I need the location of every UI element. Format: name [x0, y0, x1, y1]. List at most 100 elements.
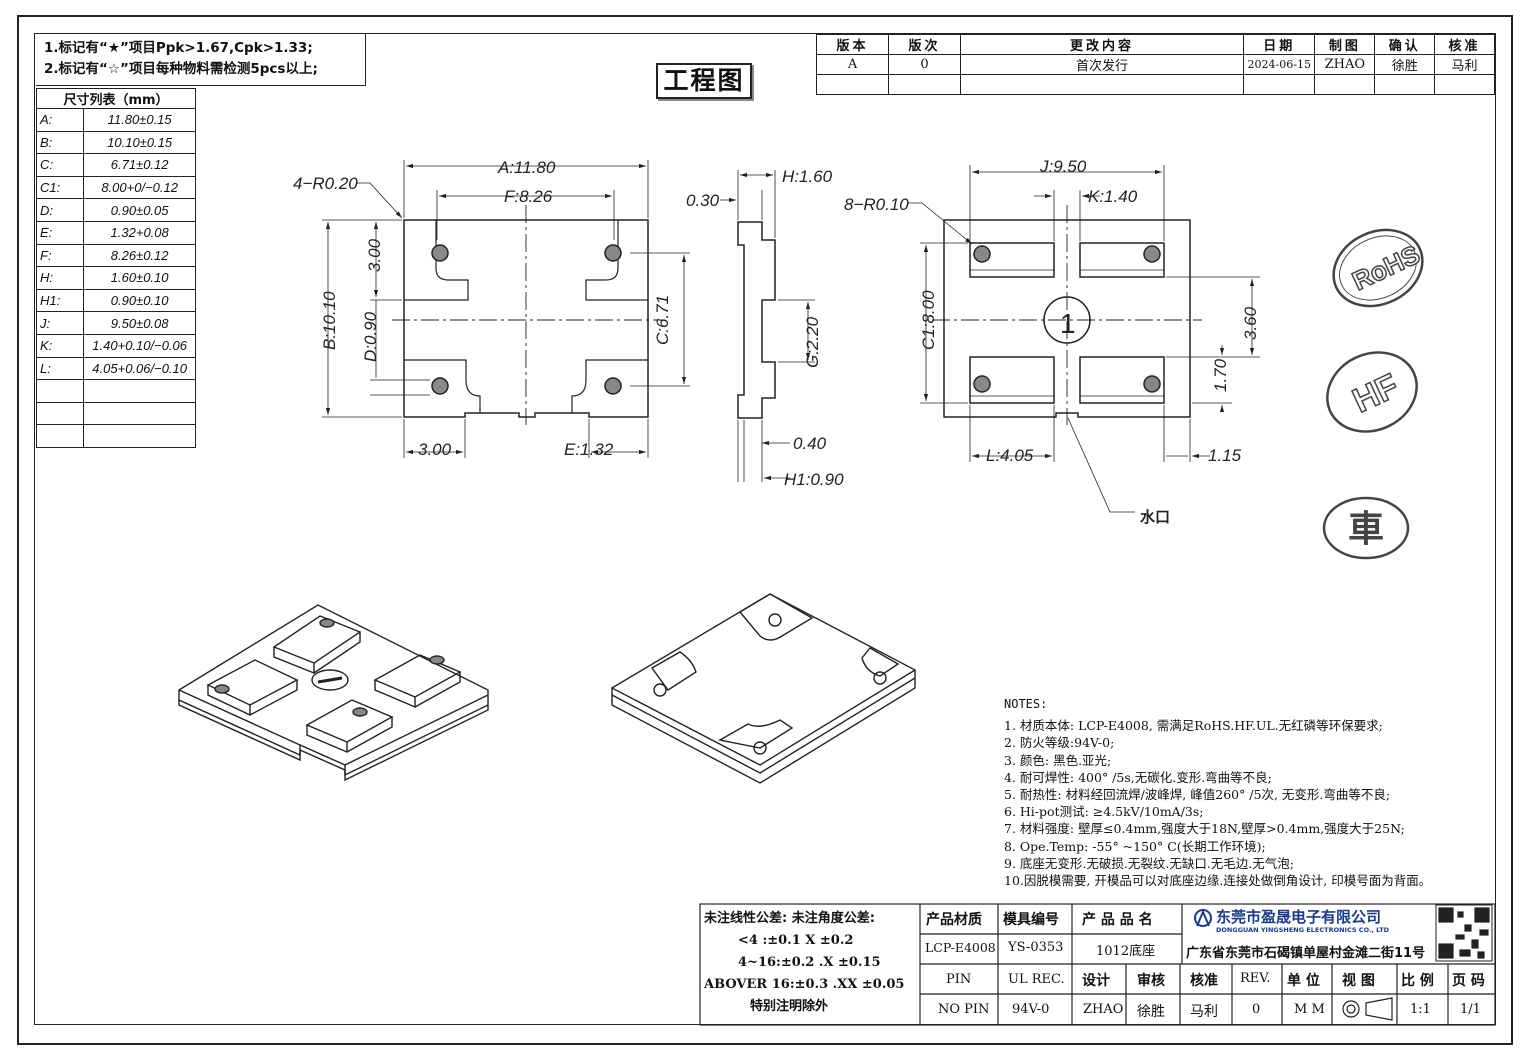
note-item: 2. 防火等级:94V-0; [1004, 735, 1115, 751]
tb-ul-header: UL REC. [1008, 972, 1065, 987]
rev-cell-date: 2024-06-15 [1243, 54, 1316, 75]
tb-rev-header: REV. [1240, 971, 1271, 986]
dimension-row: L:4.05+0.06/−0.10 [35, 356, 196, 381]
dimension-row: H1:0.90±0.10 [35, 288, 196, 313]
outer-border [17, 15, 1513, 1045]
dim-c-label: C:6.71 [653, 295, 672, 345]
tolerance-block: 未注线性公差: 未注角度公差: <4 :±0.1 X ±0.2 4~16:±0.… [704, 908, 918, 1018]
rev-cell-approve: 马利 [1434, 54, 1495, 75]
company-name-en: DONGGUAN YINGSHENG ELECTRONICS CO., LTD [1216, 926, 1390, 934]
dim-115-label: 1.15 [1208, 446, 1242, 465]
dim-r8-label: 8−R0.10 [844, 195, 909, 214]
revision-table: 版本 版次 更改内容 日期 制图 确认 核准 A 0 首次发行 2024-06-… [815, 34, 1495, 95]
note-item: 5. 耐热性: 材料经回流焊/波峰焊, 峰值260° /5次, 无变形.弯曲等不… [1004, 787, 1391, 803]
dimension-row: F:8.26±0.12 [35, 243, 196, 268]
dimension-value: 10.10±0.15 [83, 130, 196, 155]
dimension-key: H1: [35, 288, 85, 313]
tb-rev-value: 0 [1252, 1002, 1261, 1017]
note-item: 4. 耐可焊性: 400° /5s,无碳化.变形.弯曲等不良; [1004, 769, 1272, 785]
side-view [720, 170, 815, 482]
tb-unit-value: M M [1294, 1002, 1325, 1017]
note-item: 1. 材质本体: LCP-E4008, 需满足RoHS.HF.UL.无红磷等环保… [1004, 718, 1383, 734]
dimension-row [35, 424, 196, 448]
tb-design-header: 设计 [1082, 973, 1110, 989]
dim-d-label: D:0.90 [361, 311, 380, 362]
dim-t1-label: 0.30 [686, 191, 720, 210]
tb-mold-value: YS-0353 [1008, 940, 1064, 955]
tb-design-value: ZHAO [1083, 1002, 1124, 1017]
dim-a-label: A:11.80 [497, 158, 556, 177]
dim-r-label: 4−R0.20 [293, 174, 358, 193]
dimension-row: J:9.50±0.08 [35, 311, 196, 335]
requirements-box: 1.标记有“★”项目Ppk>1.67,Cpk>1.33; 2.标记有“☆”项目每… [36, 34, 366, 86]
tb-approve-header: 核准 [1190, 973, 1218, 989]
tb-approve-value: 马利 [1190, 1004, 1218, 1020]
dimension-row: K:1.40+0.10/−0.06 [35, 333, 196, 358]
dim-360-label: 3.60 [1241, 306, 1260, 340]
requirement-1: 1.标记有“★”项目Ppk>1.67,Cpk>1.33; [44, 40, 313, 56]
tb-unit-header: 单 位 [1287, 973, 1320, 989]
dimension-row: H:1.60±0.10 [35, 266, 196, 290]
tb-page-value: 1/1 [1460, 1002, 1481, 1017]
note-item: 10.因脱模需要, 开模品可以对底座边缘.连接处做倒角设计, 印模号面为背面。 [1004, 873, 1432, 889]
dim-f-label: F:8.26 [504, 187, 553, 206]
dimension-key: C1: [35, 175, 85, 200]
dimension-value: 0.90±0.10 [83, 288, 196, 313]
note-item: 8. Ope.Temp: -55° ~150° C(长期工作环境); [1004, 838, 1266, 854]
note-item: 7. 材料强度: 壁厚≤0.4mm,强度大于18N,壁厚>0.4mm,强度大于2… [1004, 821, 1405, 837]
tb-material-value: LCP-E4008 [925, 940, 996, 955]
tb-product-header: 产 品 品 名 [1082, 912, 1153, 928]
notes-title: NOTES: [1004, 697, 1048, 711]
stamp-hf-text: HF [1347, 367, 1404, 421]
isometric-bottom-view [178, 604, 489, 782]
dimension-row: E:1.32+0.08 [35, 220, 196, 245]
note-item: 9. 底座无变形.无破损.无裂纹.无缺口.无毛边.无气泡; [1004, 855, 1294, 871]
gate-label: 水口 [1140, 508, 1170, 526]
isometric-top-view [610, 593, 917, 784]
tolerance-line-4: 特别注明除外 [750, 999, 829, 1014]
tb-review-header: 审核 [1137, 973, 1165, 989]
tb-product-value: 1012底座 [1096, 944, 1156, 959]
dim-l-label: L:4.05 [986, 446, 1034, 465]
tb-page-header: 页 码 [1452, 973, 1485, 989]
tolerance-line-2: 4~16:±0.2 .X ±0.15 [738, 955, 881, 970]
dim-g-label: G:2.20 [803, 316, 822, 368]
notes-block: NOTES: 1. 材质本体: LCP-E4008, 需满足RoHS.HF.UL… [1004, 696, 1431, 889]
stamp-rohs [1332, 228, 1424, 308]
note-item: 6. Hi-pot测试: ≥4.5kV/10mA/3s; [1004, 804, 1204, 820]
rev-header-confirm: 确认 [1374, 34, 1436, 55]
tb-scale-value: 1:1 [1410, 1002, 1431, 1017]
title-block-grid [699, 903, 1496, 1026]
dimension-key: J: [35, 311, 85, 335]
dim-3h-label: 3.00 [418, 440, 452, 459]
dimension-row: A:11.80±0.15 [35, 108, 196, 132]
tb-material-header: 产品材质 [926, 912, 982, 928]
tolerance-line-1: <4 :±0.1 X ±0.2 [738, 933, 854, 948]
dim-h1-label: H1:0.90 [784, 470, 844, 489]
dim-c1-label: C1:8.00 [919, 290, 938, 350]
tb-review-value: 徐胜 [1137, 1004, 1165, 1020]
tb-pin-value: NO PIN [938, 1002, 990, 1017]
drawing-title: 工程图 [656, 63, 752, 99]
tolerance-line-3: ABOVER 16:±0.3 .XX ±0.05 [704, 977, 905, 992]
note-item: 3. 颜色: 黑色.亚光; [1004, 752, 1112, 768]
dimension-value: 4.05+0.06/−0.10 [83, 356, 196, 381]
requirement-2: 2.标记有“☆”项目每种物料需检测5pcs以上; [44, 61, 318, 77]
tolerance-heading: 未注线性公差: 未注角度公差: [704, 911, 875, 926]
dimension-key [35, 424, 85, 448]
tb-view-header: 视 图 [1342, 973, 1375, 989]
stamp-che [1322, 496, 1410, 560]
rev-header-date: 日期 [1243, 34, 1316, 55]
dim-3v-label: 3.00 [365, 238, 384, 272]
tb-ul-value: 94V-0 [1012, 1002, 1050, 1017]
company-address: 广东省东莞市石碣镇单屋村金滩二街11号 [1186, 946, 1426, 961]
tb-mold-header: 模具编号 [1003, 912, 1059, 928]
tb-pin-header: PIN [946, 972, 972, 987]
bottom-view [908, 165, 1260, 513]
tb-scale-header: 比 例 [1401, 973, 1434, 989]
pin1-label: 1 [1060, 308, 1076, 339]
dimension-row [35, 401, 196, 426]
dimension-key: H: [35, 266, 85, 290]
